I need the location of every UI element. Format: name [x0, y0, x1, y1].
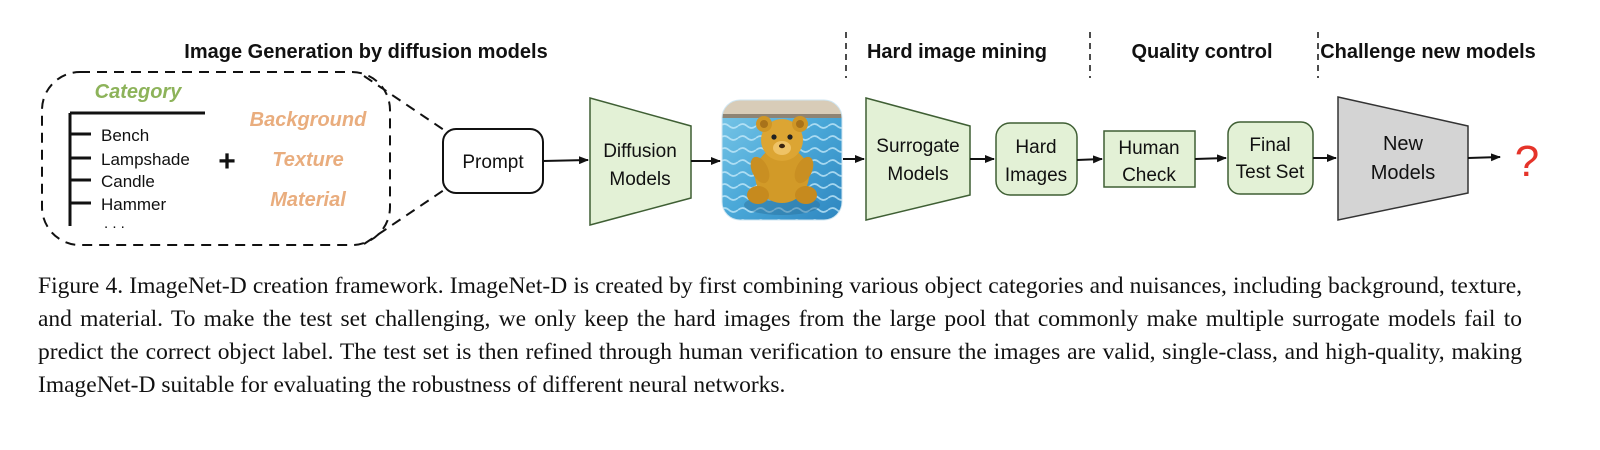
- flow-arrow: [1468, 157, 1500, 158]
- final-test-set-label: Final: [1249, 135, 1290, 156]
- nuisance-texture: Texture: [272, 149, 344, 171]
- figure-caption-text: ImageNet-D creation framework. ImageNet-…: [38, 273, 1522, 398]
- plus-sign: +: [218, 145, 236, 178]
- hard-images-label: Images: [1005, 165, 1067, 186]
- flow-arrow: [1077, 159, 1102, 160]
- zoom-connector: [364, 76, 444, 130]
- pipeline-diagram: Image Generation by diffusion models Har…: [0, 0, 1600, 260]
- category-item: Candle: [101, 172, 155, 191]
- teddy-bear-pool-image: [722, 100, 842, 220]
- new-models-label: Models: [1371, 162, 1435, 184]
- surrogate-models-block: [866, 98, 970, 220]
- human-check-label: Human: [1118, 138, 1179, 159]
- new-models-block: [1338, 97, 1468, 220]
- new-models-label: New: [1383, 133, 1424, 155]
- diffusion-models-label: Models: [609, 169, 670, 190]
- nuisance-material: Material: [270, 189, 346, 211]
- final-test-set-label: Test Set: [1236, 162, 1305, 183]
- section-title-generation: Image Generation by diffusion models: [184, 41, 547, 63]
- human-check-label: Check: [1122, 165, 1176, 186]
- surrogate-models-label: Surrogate: [876, 136, 959, 157]
- section-title-mining: Hard image mining: [867, 41, 1047, 63]
- section-title-quality: Quality control: [1131, 41, 1272, 63]
- figure-caption-label: Figure 4.: [38, 273, 123, 299]
- flow-arrow: [543, 160, 588, 161]
- prompt-label: Prompt: [462, 152, 524, 173]
- category-item: Hammer: [101, 195, 167, 214]
- category-item-ellipsis: . . .: [104, 215, 125, 232]
- diffusion-models-label: Diffusion: [603, 141, 677, 162]
- surrogate-models-label: Models: [887, 164, 948, 185]
- category-item: Bench: [101, 126, 149, 145]
- section-title-challenge: Challenge new models: [1320, 41, 1536, 63]
- question-mark-icon: ?: [1515, 137, 1539, 186]
- hard-images-label: Hard: [1015, 137, 1056, 158]
- nuisance-background: Background: [250, 109, 367, 131]
- figure-caption: Figure 4. ImageNet-D creation framework.…: [38, 270, 1522, 402]
- category-header: Category: [95, 81, 183, 103]
- flow-arrow: [1195, 158, 1226, 159]
- final-test-set-box: [1228, 122, 1313, 194]
- category-item: Lampshade: [101, 150, 190, 169]
